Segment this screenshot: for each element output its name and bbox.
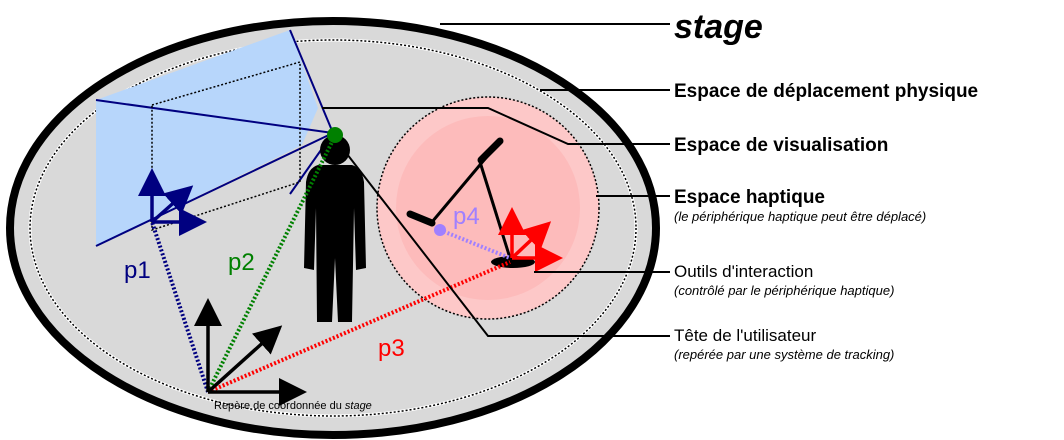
- label-visualisation-space: Espace de visualisation: [674, 135, 888, 156]
- vector-label-p3: p3: [378, 335, 405, 362]
- tool-origin-dot: [434, 224, 446, 236]
- leader-visualisation-space: [322, 107, 670, 145]
- label-haptic-space-note: (le périphérique haptique peut être dépl…: [674, 209, 926, 224]
- label-interaction-tools: Outils d'interaction: [674, 262, 813, 281]
- screen-frame-axes: [138, 168, 207, 236]
- user-head-tracker: [327, 127, 343, 143]
- haptic-workspace: [396, 116, 580, 300]
- leader-user-head: [339, 144, 670, 337]
- stage-frame-axes: [194, 298, 307, 406]
- frustum-edge-bottom: [95, 132, 334, 247]
- vector-p2: [206, 139, 335, 393]
- user-silhouette: [304, 135, 366, 322]
- label-interaction-tools-note: (contrôlé par le périphérique haptique): [674, 283, 894, 298]
- label-user-head-note: (repérée par une système de tracking): [674, 347, 894, 362]
- vector-label-p2: p2: [228, 249, 255, 276]
- vector-label-p1: p1: [124, 257, 151, 284]
- stage-frame-label: Repère de coordonnée du stage: [214, 400, 372, 412]
- leader-lines: [322, 23, 670, 337]
- stage-title: stage: [674, 8, 763, 46]
- physical-space-dotted: [29, 39, 637, 417]
- vector-p1: [150, 221, 210, 393]
- label-physical-space: Espace de déplacement physique: [674, 81, 978, 102]
- frustum-edge-top: [289, 29, 334, 134]
- label-user-head: Tête de l'utilisateur: [674, 326, 816, 345]
- haptic-device: [406, 137, 535, 268]
- vector-p3: [207, 260, 511, 394]
- vector-label-p4: p4: [453, 203, 480, 230]
- frustum-edge-left: [95, 99, 334, 134]
- vector-p4: [439, 228, 511, 260]
- tool-frame-axes: [498, 207, 563, 272]
- label-haptic-space: Espace haptique: [674, 187, 825, 208]
